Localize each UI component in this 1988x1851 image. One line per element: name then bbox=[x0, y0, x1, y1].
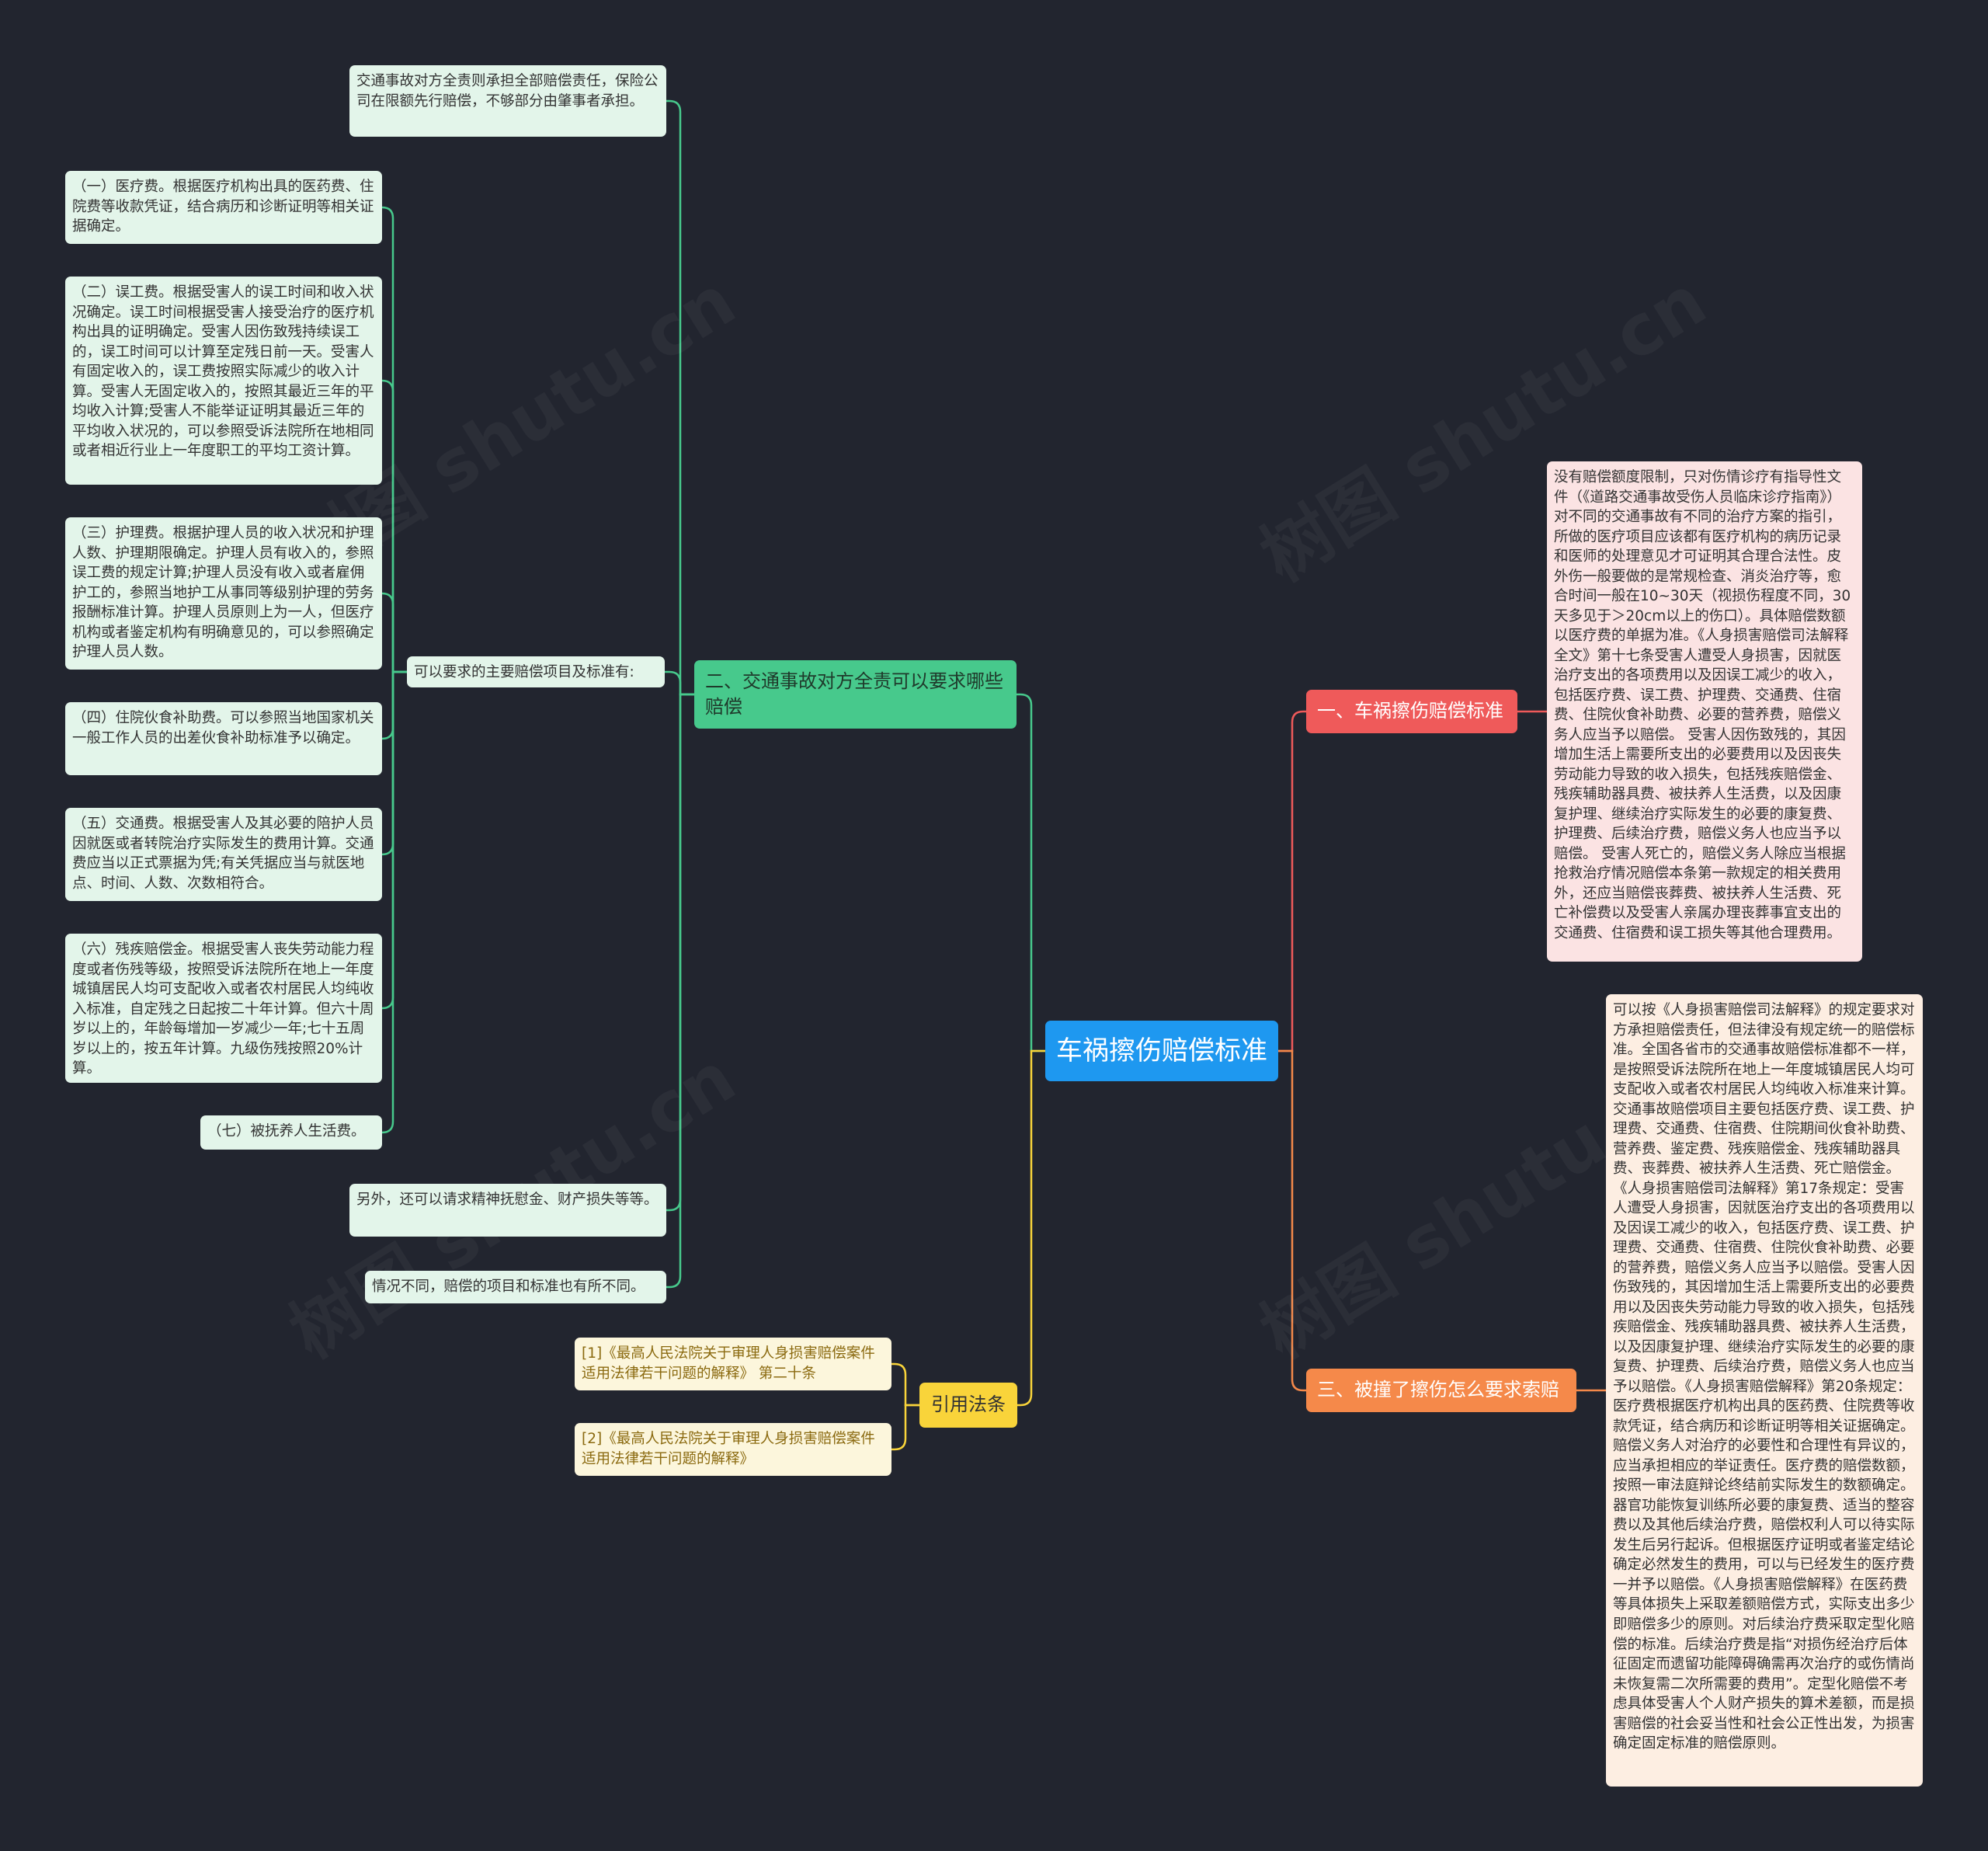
law-reference-2[interactable]: [2]《最高人民法院关于审理人身损害赔偿案件适用法律若干问题的解释》 bbox=[575, 1423, 891, 1476]
extra-compensation-note: 另外，还可以请求精神抚慰金、财产损失等等。 bbox=[349, 1184, 666, 1237]
law-reference-1[interactable]: [1]《最高人民法院关于审理人身损害赔偿案件适用法律若干问题的解释》 第二十条 bbox=[575, 1338, 891, 1390]
item-medical-fee: （一）医疗费。根据医疗机构出具的医药费、住院费等收款凭证，结合病历和诊断证明等相… bbox=[65, 171, 382, 244]
main-items-label[interactable]: 可以要求的主要赔偿项目及标准有: bbox=[407, 656, 665, 687]
connector-line bbox=[1278, 1049, 1306, 1392]
branch1-detail-text: 没有赔偿额度限制，只对伤情诊疗有指导性文件（《道路交通事故受伤人员临床诊疗指南》… bbox=[1547, 461, 1862, 962]
connector-line bbox=[666, 693, 694, 1289]
branch-full-liability-compensation[interactable]: 二、交通事故对方全责可以要求哪些赔偿 bbox=[694, 660, 1017, 729]
branch-claim-method[interactable]: 三、被撞了擦伤怎么要求索赔 bbox=[1306, 1369, 1576, 1412]
connector-line bbox=[1017, 693, 1045, 1052]
item-transport-fee: （五）交通费。根据受害人及其必要的陪护人员因就医或者转院治疗实际发生的费用计算。… bbox=[65, 808, 382, 901]
branch3-detail-text: 可以按《人身损害赔偿司法解释》的规定要求对方承担赔偿责任，但法律没有规定统一的赔… bbox=[1606, 994, 1923, 1787]
connector-line bbox=[381, 670, 407, 856]
connector-line bbox=[381, 379, 407, 673]
connector-line bbox=[381, 670, 407, 740]
full-liability-note: 交通事故对方全责则承担全部赔偿责任，保险公司在限额先行赔偿，不够部分由肇事者承担… bbox=[349, 65, 666, 137]
varying-situation-note: 情况不同，赔偿的项目和标准也有所不同。 bbox=[365, 1271, 666, 1303]
branch-car-scratch-standard[interactable]: 一、车祸擦伤赔偿标准 bbox=[1306, 690, 1517, 733]
connector-line bbox=[381, 670, 407, 1010]
root-topic-node[interactable]: 车祸擦伤赔偿标准 bbox=[1045, 1021, 1278, 1081]
item-dependent-living-expenses: （七）被抚养人生活费。 bbox=[200, 1115, 382, 1150]
connector-line bbox=[381, 592, 407, 673]
branch-cited-laws[interactable]: 引用法条 bbox=[919, 1383, 1017, 1428]
connector-line bbox=[891, 1362, 919, 1407]
connector-line bbox=[1278, 710, 1306, 1052]
connector-line bbox=[381, 670, 407, 1134]
connector-line bbox=[381, 206, 407, 673]
item-disability-compensation: （六）残疾赔偿金。根据受害人丧失劳动能力程度或者伤残等级，按照受诉法院所在地上一… bbox=[65, 934, 382, 1083]
connector-line bbox=[666, 99, 694, 696]
item-meal-allowance: （四）住院伙食补助费。可以参照当地国家机关一般工作人员的出差伙食补助标准予以确定… bbox=[65, 702, 382, 775]
connector-line bbox=[1017, 1049, 1045, 1407]
connector-line bbox=[665, 670, 694, 696]
item-lost-wages: （二）误工费。根据受害人的误工时间和收入状况确定。误工时间根据受害人接受治疗的医… bbox=[65, 277, 382, 485]
connector-line bbox=[891, 1404, 919, 1451]
item-nursing-fee: （三）护理费。根据护理人员的收入状况和护理人数、护理期限确定。护理人员有收入的，… bbox=[65, 517, 382, 670]
